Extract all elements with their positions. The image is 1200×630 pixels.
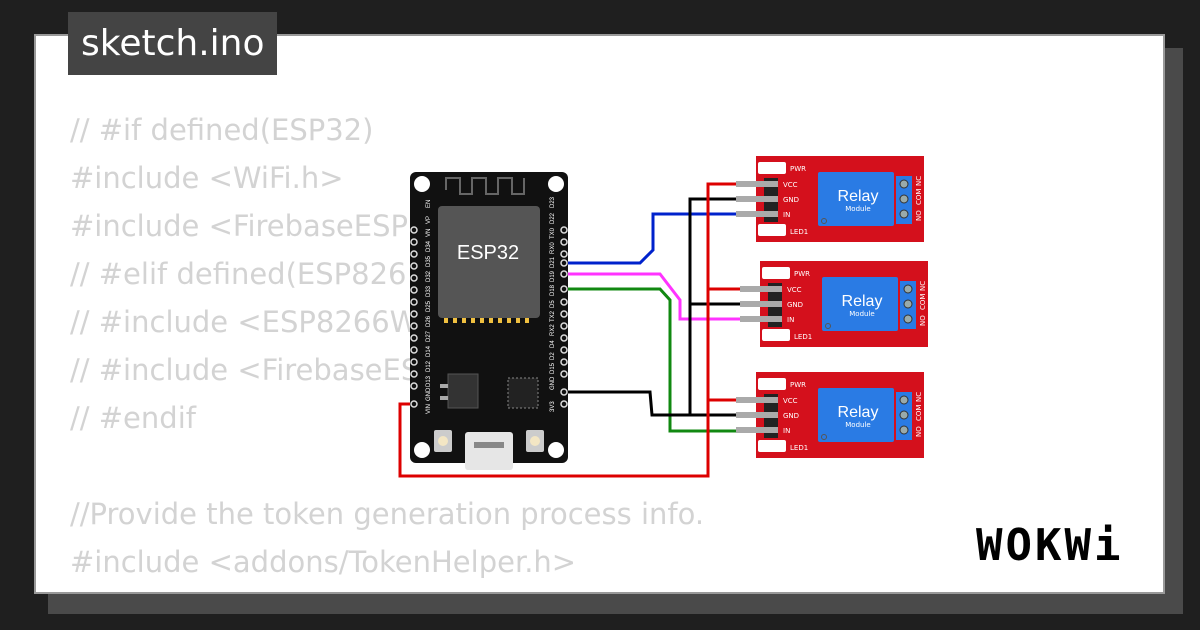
relay-label: Relay — [842, 293, 883, 310]
code-preview: // #if defined(ESP32) #include <WiFi.h> … — [70, 106, 704, 586]
code-line: //Provide the token generation process i… — [70, 497, 705, 531]
pin-label: D4 — [550, 340, 556, 348]
pin-label: D5 — [550, 300, 556, 308]
relay-sublabel: Module — [845, 205, 870, 213]
pin-label: D14 — [426, 345, 432, 357]
pin-label: D22 — [550, 212, 556, 224]
code-line: // #endif — [70, 401, 196, 435]
pin-label: D18 — [550, 284, 556, 296]
relay-terminal-label: COM — [915, 405, 923, 421]
relay-pin-label: IN — [787, 316, 794, 324]
esp32-left-labels: EN VP VN D34 D35 D32 D33 D25 D26 D27 D14… — [426, 200, 432, 414]
wokwi-logo: WOKWi — [976, 520, 1124, 571]
relay-sublabel: Module — [849, 310, 874, 318]
pin-label: D25 — [426, 300, 432, 312]
esp32-header-pins — [410, 226, 568, 408]
relay-terminal-label: COM — [915, 189, 923, 205]
code-line: #include <FirebaseESP — [70, 209, 408, 243]
code-line: // #include <FirebaseES — [70, 353, 420, 387]
pin-label: D27 — [426, 330, 432, 342]
relay-module-1: PWR LED1 VCC GND IN Relay Module NO COM … — [736, 156, 924, 242]
wire-green-1 — [566, 287, 768, 433]
pin-label: 3V3 — [550, 401, 556, 412]
pin-label: RX0 — [550, 242, 556, 254]
relay-pin-label: VCC — [783, 397, 798, 405]
pin-label: D21 — [550, 256, 556, 268]
pin-label: D13 — [426, 375, 432, 387]
relay-led-label: LED1 — [790, 228, 808, 236]
relay-label: Relay — [838, 404, 879, 421]
pin-label: D32 — [426, 270, 432, 282]
relay-terminal-label: NC — [919, 281, 927, 291]
relay-led-label: LED1 — [794, 333, 812, 341]
relay-terminal-label: NO — [915, 210, 923, 221]
sketch-title: sketch.ino — [68, 12, 278, 75]
code-line: #include <WiFi.h> — [70, 161, 344, 195]
wire-black-esp — [566, 390, 768, 417]
pin-label: D15 — [550, 362, 556, 374]
relay-led-label: LED1 — [790, 444, 808, 452]
relay-pwr-label: PWR — [790, 381, 806, 389]
relay-terminal-label: NC — [915, 176, 923, 186]
pin-label: VIN — [426, 404, 432, 414]
relay-module-3: PWR LED1 VCC GND IN Relay Module NO COM … — [736, 372, 924, 458]
pin-label: TX0 — [550, 227, 556, 239]
relay-pin-label: GND — [787, 301, 803, 309]
relay-pwr-label: PWR — [790, 165, 806, 173]
pin-label: GND — [426, 387, 432, 401]
relay-terminal-label: NO — [915, 426, 923, 437]
relay-pin-label: IN — [783, 211, 790, 219]
preview-card: // #if defined(ESP32) #include <WiFi.h> … — [34, 34, 1165, 594]
pin-label: D34 — [426, 240, 432, 252]
pin-label: EN — [426, 200, 432, 208]
relay-pin-label: VCC — [783, 181, 798, 189]
esp32-right-labels: D23 D22 TX0 RX0 D21 D19 D18 D5 TX2 RX2 D… — [550, 196, 556, 412]
pin-label: D35 — [426, 255, 432, 267]
code-line: // #include <ESP8266W — [70, 305, 419, 339]
relay-pin-label: GND — [783, 196, 799, 204]
wire-blue — [566, 212, 768, 265]
pin-label: D33 — [426, 285, 432, 297]
relay-pwr-label: PWR — [794, 270, 810, 278]
relay-terminal-label: NC — [915, 392, 923, 402]
code-line: // #if defined(ESP32) — [70, 113, 374, 147]
pin-label: GND — [550, 376, 556, 390]
code-line: #include <addons/TokenHelper.h> — [70, 545, 577, 579]
esp32-board: ESP32 EN VP VN D34 D35 D32 D33 D25 D26 D… — [410, 172, 568, 470]
pin-label: D23 — [550, 196, 556, 208]
pin-label: D2 — [550, 352, 556, 360]
pin-label: VP — [426, 216, 432, 224]
pin-label: D12 — [426, 360, 432, 372]
relay-label: Relay — [838, 188, 879, 205]
pin-label: RX2 — [550, 324, 556, 336]
relay-pin-label: IN — [783, 427, 790, 435]
pin-label: D19 — [550, 270, 556, 282]
relay-sublabel: Module — [845, 421, 870, 429]
pin-label: TX2 — [550, 310, 556, 322]
relay-pin-label: GND — [783, 412, 799, 420]
esp32-label: ESP32 — [457, 242, 519, 264]
relay-terminal-label: NO — [919, 315, 927, 326]
pin-label: D26 — [426, 315, 432, 327]
relay-module-2: PWR LED1 VCC GND IN Relay Module NO COM … — [740, 261, 928, 347]
relay-terminal-label: COM — [919, 294, 927, 310]
pin-label: VN — [426, 229, 432, 237]
relay-pin-label: VCC — [787, 286, 802, 294]
code-line: // #elif defined(ESP826 — [70, 257, 407, 291]
